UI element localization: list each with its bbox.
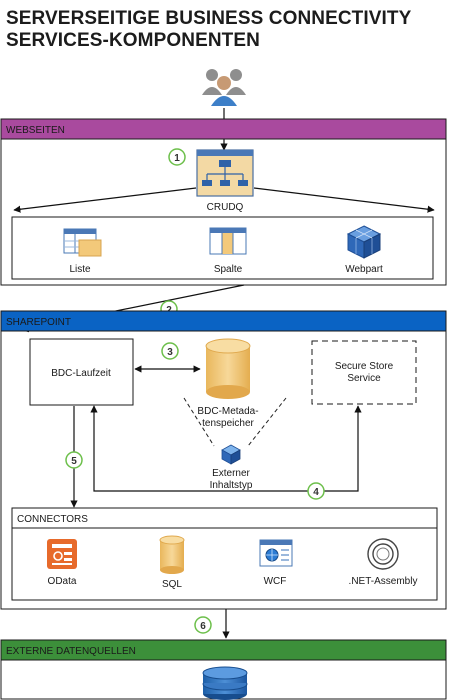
externe-label: EXTERNE DATENQUELLEN xyxy=(6,646,136,657)
sql-label: SQL xyxy=(162,579,182,590)
liste-label: Liste xyxy=(69,264,91,275)
bdc-laufzeit-box xyxy=(29,338,134,406)
wcf-window-icon xyxy=(259,539,293,567)
crudq-label: CRUDQ xyxy=(207,202,244,213)
sitemap-page-icon xyxy=(196,149,254,197)
bdc-metadata-label-2: tenspeicher xyxy=(202,418,254,429)
webseiten-label: WEBSEITEN xyxy=(6,125,65,136)
webpart-label: Webpart xyxy=(345,264,383,275)
arrow-crudq-left xyxy=(13,187,197,213)
step-6-number: 6 xyxy=(200,621,206,632)
step-5-number: 5 xyxy=(71,456,77,467)
sql-database-icon xyxy=(159,535,185,574)
step-3-number: 3 xyxy=(167,347,173,358)
database-stack-icon xyxy=(202,666,248,700)
step-1-number: 1 xyxy=(174,153,180,164)
title-line-2: SERVICES-KOMPONENTEN xyxy=(6,30,260,51)
title-line-1: SERVERSEITIGE BUSINESS CONNECTIVITY xyxy=(6,8,412,29)
webpart-cube-icon xyxy=(346,225,382,259)
step-3-circle xyxy=(161,342,179,360)
bdc-metadata-label-1: BDC-Metada- xyxy=(197,406,258,417)
webseiten-bar xyxy=(0,118,447,140)
externer-label-1: Externer xyxy=(212,468,250,479)
assembly-ring-icon xyxy=(367,538,399,570)
list-icon xyxy=(63,228,102,257)
connectors-box xyxy=(11,507,438,601)
webseiten-components-box xyxy=(11,216,434,280)
arrow-crudq-right xyxy=(253,187,435,213)
column-icon xyxy=(209,227,247,255)
odata-icon xyxy=(47,539,77,569)
secure-store-label-1: Secure Store xyxy=(335,361,394,372)
externer-label-2: Inhaltstyp xyxy=(210,480,253,491)
step-4-circle xyxy=(307,482,325,500)
sharepoint-label: SHAREPOINT xyxy=(6,317,71,328)
net-assembly-label: .NET-Assembly xyxy=(349,576,418,587)
bdc-laufzeit-label: BDC-Laufzeit xyxy=(51,368,111,379)
arrow-laufzeit-secure-store xyxy=(90,405,362,492)
page-title: SERVERSEITIGE BUSINESS CONNECTIVITY SERV… xyxy=(6,8,411,52)
secure-store-label-2: Service xyxy=(347,373,381,384)
step-1-circle xyxy=(168,148,186,166)
wcf-label: WCF xyxy=(264,576,287,587)
secure-store-box xyxy=(311,340,417,405)
step-4-number: 4 xyxy=(313,487,319,498)
users-group-icon xyxy=(202,69,246,106)
database-cylinder-icon xyxy=(205,338,251,399)
step-5-circle xyxy=(65,451,83,469)
connectors-label: CONNECTORS xyxy=(17,514,88,525)
odata-label: OData xyxy=(48,576,77,587)
step-6-circle xyxy=(194,616,212,634)
spalte-label: Spalte xyxy=(214,264,243,275)
webseiten-section xyxy=(0,138,447,286)
cube-icon xyxy=(221,444,241,465)
sharepoint-section xyxy=(0,330,447,610)
